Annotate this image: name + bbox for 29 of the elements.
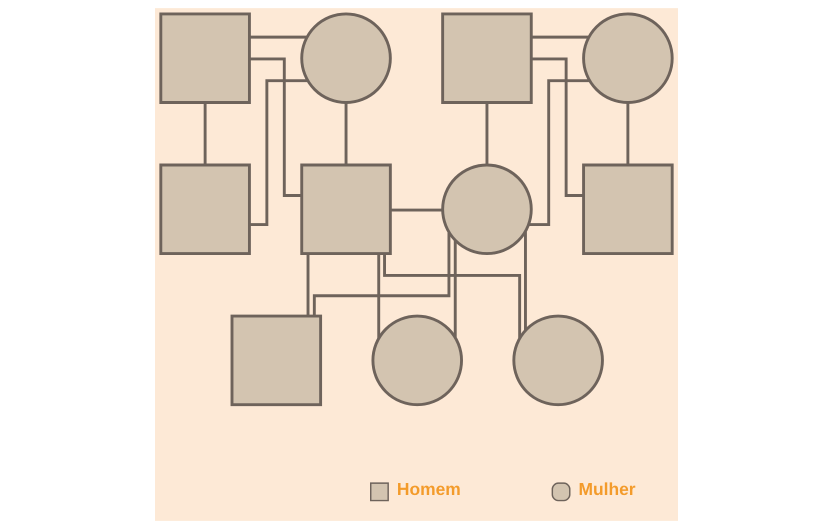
node-box	[158, 12, 250, 104]
connector	[390, 208, 442, 212]
connector	[312, 232, 450, 316]
connector	[376, 254, 380, 338]
connector	[531, 57, 582, 197]
connector	[524, 232, 526, 330]
connector	[344, 102, 347, 165]
connector	[453, 240, 456, 338]
connector	[306, 254, 309, 316]
connector	[249, 57, 301, 197]
node-box	[582, 164, 674, 256]
node-box	[440, 12, 532, 104]
connector	[528, 79, 590, 226]
connector	[203, 102, 206, 165]
node-circle	[370, 314, 462, 406]
legend-label: Mulher	[578, 478, 636, 499]
connector	[626, 102, 629, 165]
connector	[531, 36, 588, 39]
node-circle	[512, 314, 604, 406]
connector	[249, 36, 306, 39]
connector	[382, 254, 521, 338]
legend-label: Homem	[396, 478, 460, 499]
node-circle	[582, 12, 674, 104]
node-circle	[440, 164, 532, 256]
node-box	[158, 164, 250, 256]
node-circle	[300, 12, 392, 104]
connector	[485, 102, 488, 165]
node-box	[300, 164, 392, 256]
node-box	[230, 314, 322, 406]
